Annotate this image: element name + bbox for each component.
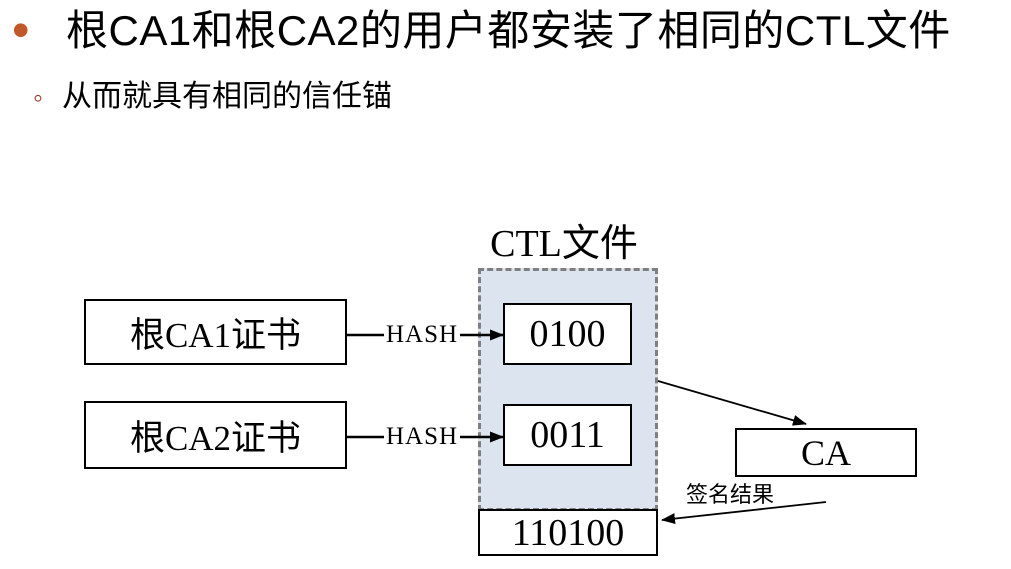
hash-label-1: HASH xyxy=(384,321,461,349)
hash-value-box-1: 0100 xyxy=(503,303,632,365)
bullet-text: 根CA1和根CA2的用户都安装了相同的CTL文件 xyxy=(66,7,951,54)
bullet-icon: • xyxy=(12,2,30,58)
root-ca1-cert-box: 根CA1证书 xyxy=(84,299,347,365)
ctl-file-title: CTL文件 xyxy=(490,223,638,265)
sub-bullet-icon: ◦ xyxy=(33,82,43,113)
sign-arrow xyxy=(657,380,807,426)
sub-bullet-text: 从而就具有相同的信任锚 xyxy=(62,80,392,113)
signature-result-label: 签名结果 xyxy=(686,482,775,507)
ca-box: CA xyxy=(735,428,917,477)
signature-value-box: 110100 xyxy=(478,509,658,556)
root-ca2-cert-box: 根CA2证书 xyxy=(84,401,347,469)
hash-label-2: HASH xyxy=(384,423,461,451)
hash-value-box-2: 0011 xyxy=(503,404,632,466)
